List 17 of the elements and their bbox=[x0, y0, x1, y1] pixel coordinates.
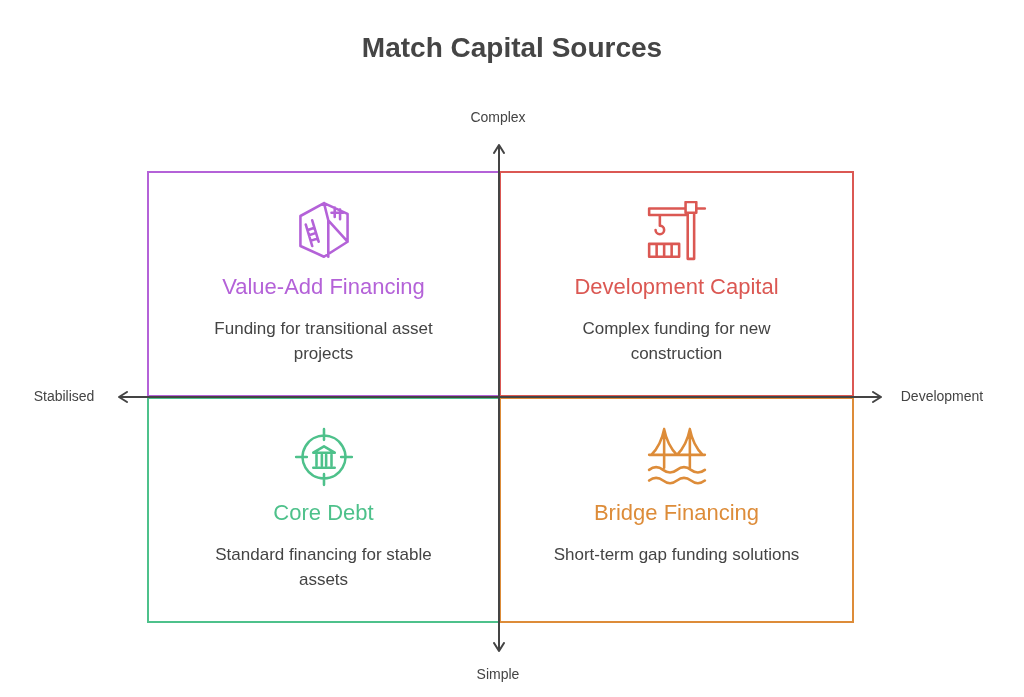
quadrant-box bbox=[499, 171, 854, 397]
quadrant-description: Funding for transitional asset projects bbox=[213, 318, 434, 365]
quadrant-box bbox=[499, 397, 854, 623]
quadrant-box bbox=[147, 397, 500, 623]
quadrant-description: Short-term gap funding solutions bbox=[553, 544, 800, 566]
axis-label: Development bbox=[900, 387, 984, 405]
axis-label: Simple bbox=[476, 665, 520, 683]
quadrant-box bbox=[147, 171, 500, 397]
quadrant-heading: Development Capital bbox=[574, 273, 779, 301]
axis-label: Complex bbox=[470, 108, 526, 126]
diagram-title: Match Capital Sources bbox=[361, 32, 663, 64]
quadrant-heading: Core Debt bbox=[273, 499, 374, 527]
axis-label: Stabilised bbox=[33, 387, 95, 405]
quadrant-heading: Value-Add Financing bbox=[222, 273, 425, 301]
quadrant-description: Complex funding for new construction bbox=[581, 318, 772, 365]
quadrant-heading: Bridge Financing bbox=[593, 499, 760, 527]
quadrant-description: Standard financing for stable assets bbox=[214, 544, 433, 591]
